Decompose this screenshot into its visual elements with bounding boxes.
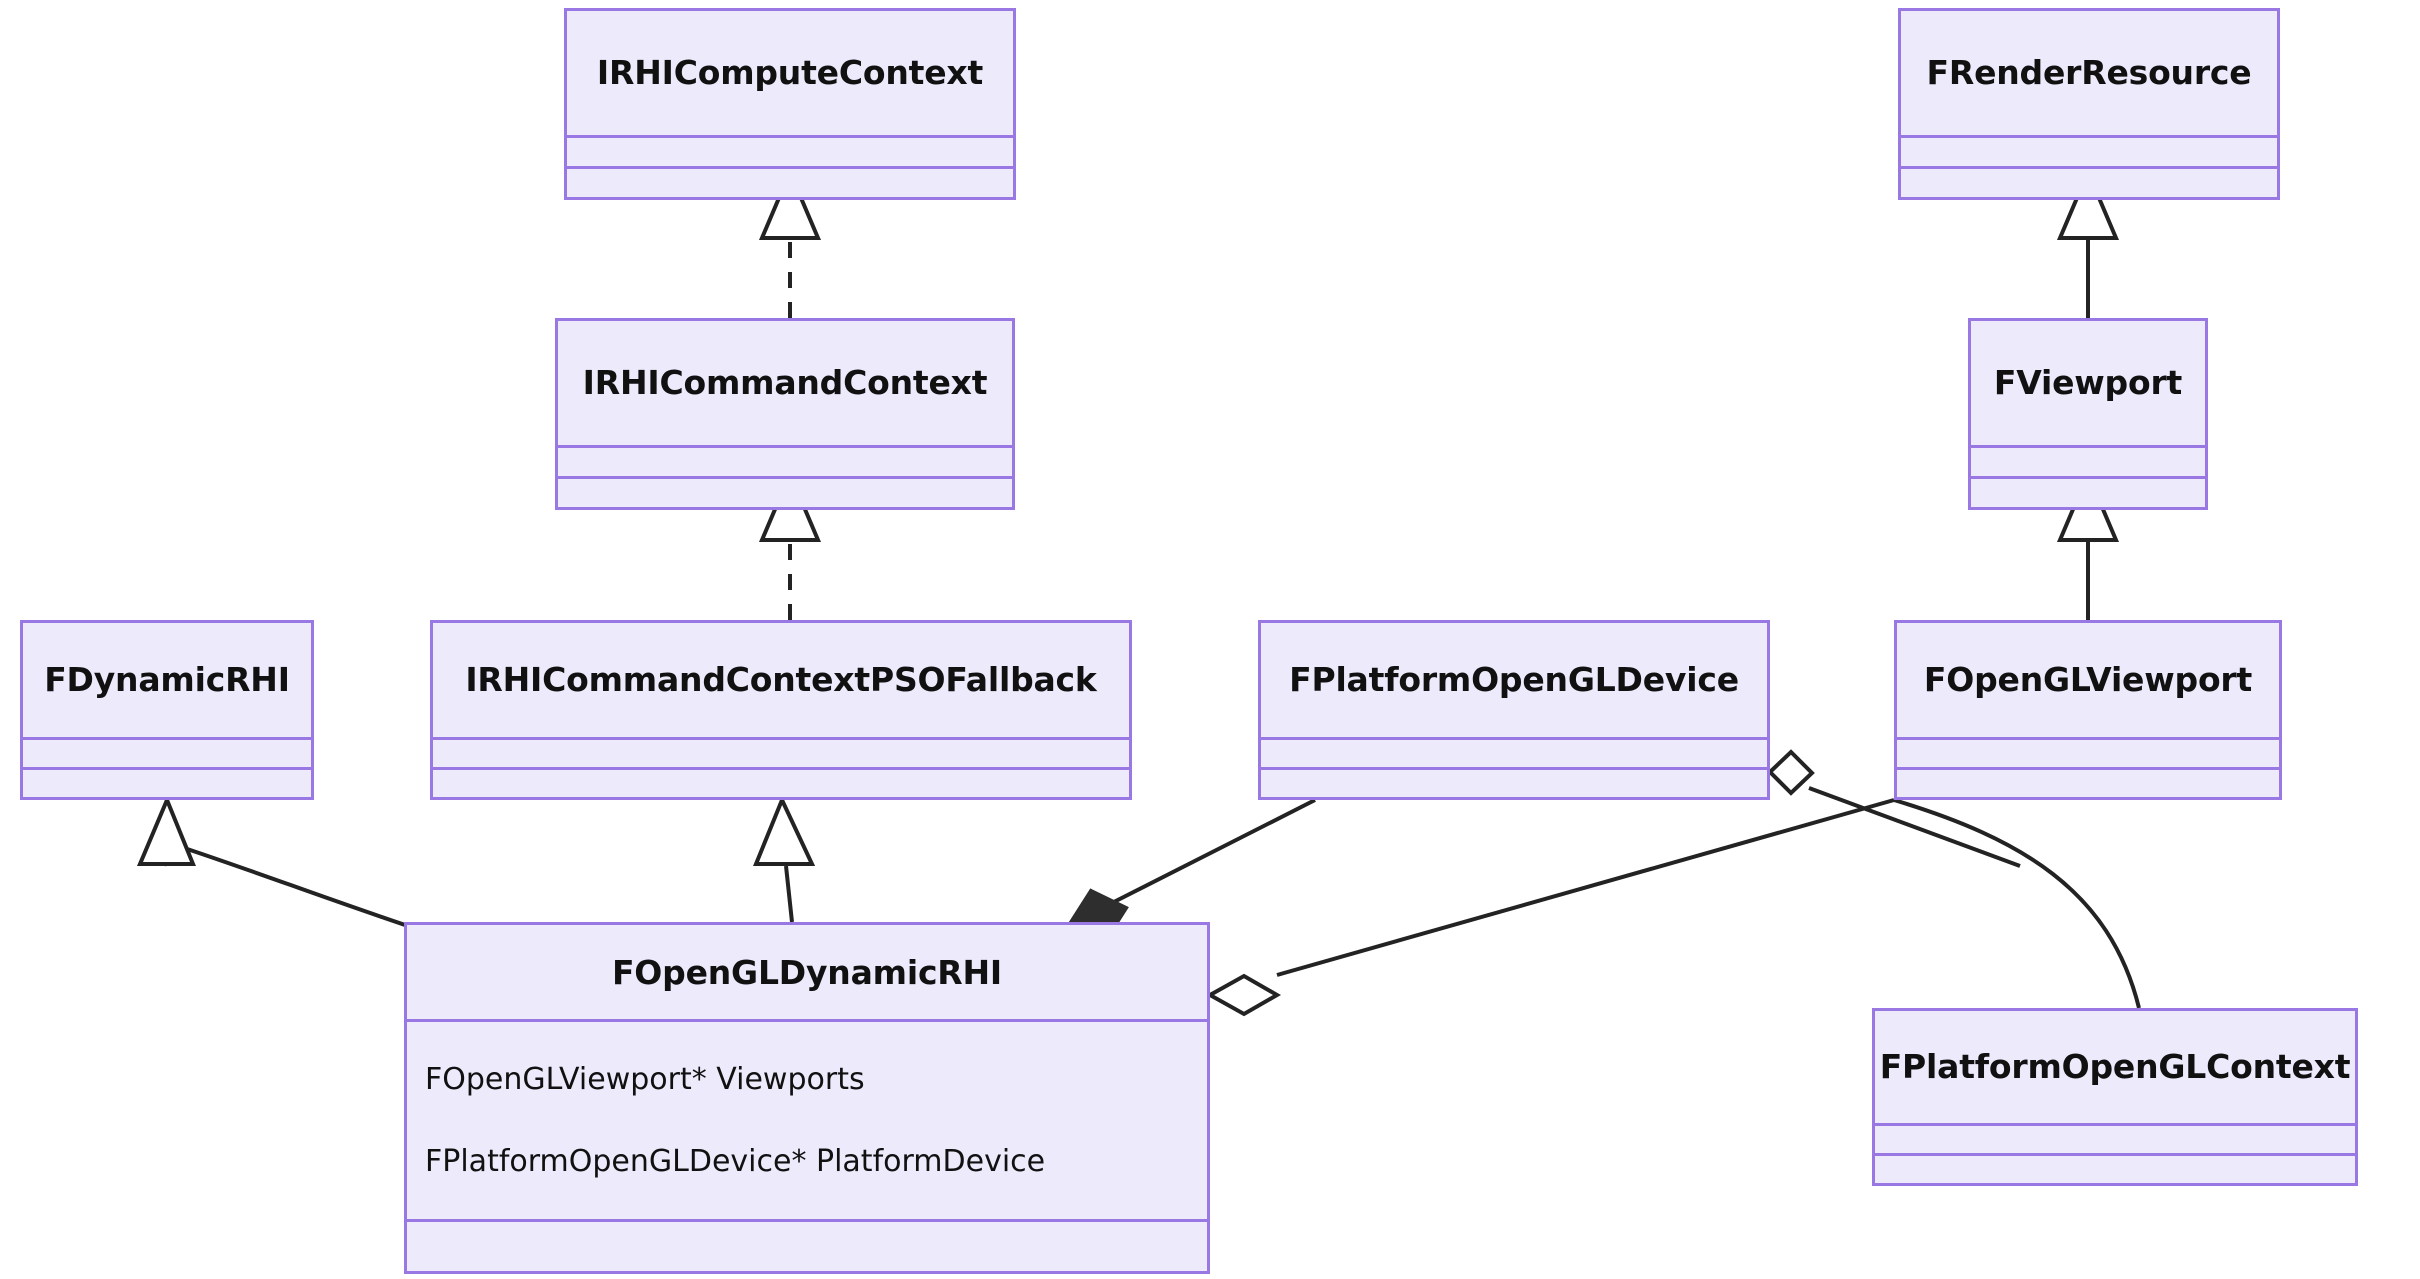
- class-attributes-fplatformopenglcontext: [1875, 1122, 2355, 1153]
- edge-generalization-fviewport-to-frenderresource: [2056, 166, 2120, 318]
- edge-generalization-fopengldynamicrhi-to-fdynamicrhi: [136, 794, 421, 932]
- class-name-fplatformopenglcontext: FPlatformOpenGLContext: [1879, 1047, 2351, 1087]
- class-name-fplatformopengldevice: FPlatformOpenGLDevice: [1289, 660, 1739, 700]
- class-attributes-fdynamicrhi: [23, 736, 311, 767]
- edge-composition-fopengldynamicrhi-to-fplatformopengldevice: [1067, 798, 1316, 944]
- class-name-frenderresource: FRenderResource: [1926, 53, 2252, 93]
- class-attributes-fopengldynamicrhi: FOpenGLViewport* Viewports FPlatformOpen…: [407, 1019, 1207, 1219]
- class-box-fopengldynamicrhi[interactable]: FOpenGLDynamicRHI FOpenGLViewport* Viewp…: [404, 922, 1210, 1274]
- class-box-frenderresource[interactable]: FRenderResource: [1898, 8, 2280, 200]
- class-name-irhicommandcontext: IRHICommandContext: [582, 363, 988, 403]
- edge-realization-cmdctx-to-computectx: [758, 166, 822, 318]
- class-box-fviewport[interactable]: FViewport: [1968, 318, 2208, 510]
- class-attributes-irhicomputecontext: [567, 134, 1013, 166]
- edge-association-fopenglviewport-to-fplatformopenglcontext: [1893, 798, 2141, 1009]
- class-operations-fplatformopengldevice: [1261, 766, 1767, 797]
- class-box-fopenglviewport[interactable]: FOpenGLViewport: [1894, 620, 2282, 800]
- class-box-irhicomputecontext[interactable]: IRHIComputeContext: [564, 8, 1016, 200]
- class-name-fopengldynamicrhi: FOpenGLDynamicRHI: [611, 952, 1003, 992]
- class-operations-irhicomputecontext: [567, 165, 1013, 197]
- edge-aggregation-fopengldynamicrhi-to-fopenglviewport: [1205, 798, 1895, 1017]
- class-operations-fopengldynamicrhi: [407, 1219, 1207, 1251]
- class-operations-fviewport: [1971, 475, 2205, 507]
- edge-generalization-fopengldynamicrhi-to-psofallback: [753, 795, 816, 923]
- class-operations-irhicommandcontextpsofallback: [433, 766, 1129, 797]
- class-attributes-irhicommandcontext: [558, 444, 1012, 476]
- class-name-irhicommandcontextpsofallback: IRHICommandContextPSOFallback: [465, 660, 1097, 700]
- class-attributes-irhicommandcontextpsofallback: [433, 736, 1129, 767]
- class-name-irhicomputecontext: IRHIComputeContext: [596, 53, 984, 93]
- class-box-fplatformopenglcontext[interactable]: FPlatformOpenGLContext: [1872, 1008, 2358, 1186]
- class-name-fopenglviewport: FOpenGLViewport: [1923, 660, 2253, 700]
- class-operations-irhicommandcontext: [558, 475, 1012, 507]
- class-name-fdynamicrhi: FDynamicRHI: [44, 660, 290, 700]
- edge-aggregation-fplatformopengldevice-to-fopenglviewport: [1767, 749, 2021, 868]
- class-operations-fplatformopenglcontext: [1875, 1152, 2355, 1183]
- class-operations-frenderresource: [1901, 165, 2277, 197]
- class-operations-fdynamicrhi: [23, 766, 311, 797]
- class-box-irhicommandcontextpsofallback[interactable]: IRHICommandContextPSOFallback: [430, 620, 1132, 800]
- class-attributes-fopenglviewport: [1897, 736, 2279, 767]
- attribute-viewports: FOpenGLViewport* Viewports: [425, 1061, 865, 1097]
- class-operations-fopenglviewport: [1897, 766, 2279, 797]
- class-box-fdynamicrhi[interactable]: FDynamicRHI: [20, 620, 314, 800]
- class-attributes-fplatformopengldevice: [1261, 736, 1767, 767]
- class-attributes-frenderresource: [1901, 134, 2277, 166]
- class-box-irhicommandcontext[interactable]: IRHICommandContext: [555, 318, 1015, 510]
- attribute-platformdevice: FPlatformOpenGLDevice* PlatformDevice: [425, 1143, 1046, 1179]
- class-name-fviewport: FViewport: [1993, 363, 2183, 403]
- class-box-fplatformopengldevice[interactable]: FPlatformOpenGLDevice: [1258, 620, 1770, 800]
- class-attributes-fviewport: [1971, 444, 2205, 476]
